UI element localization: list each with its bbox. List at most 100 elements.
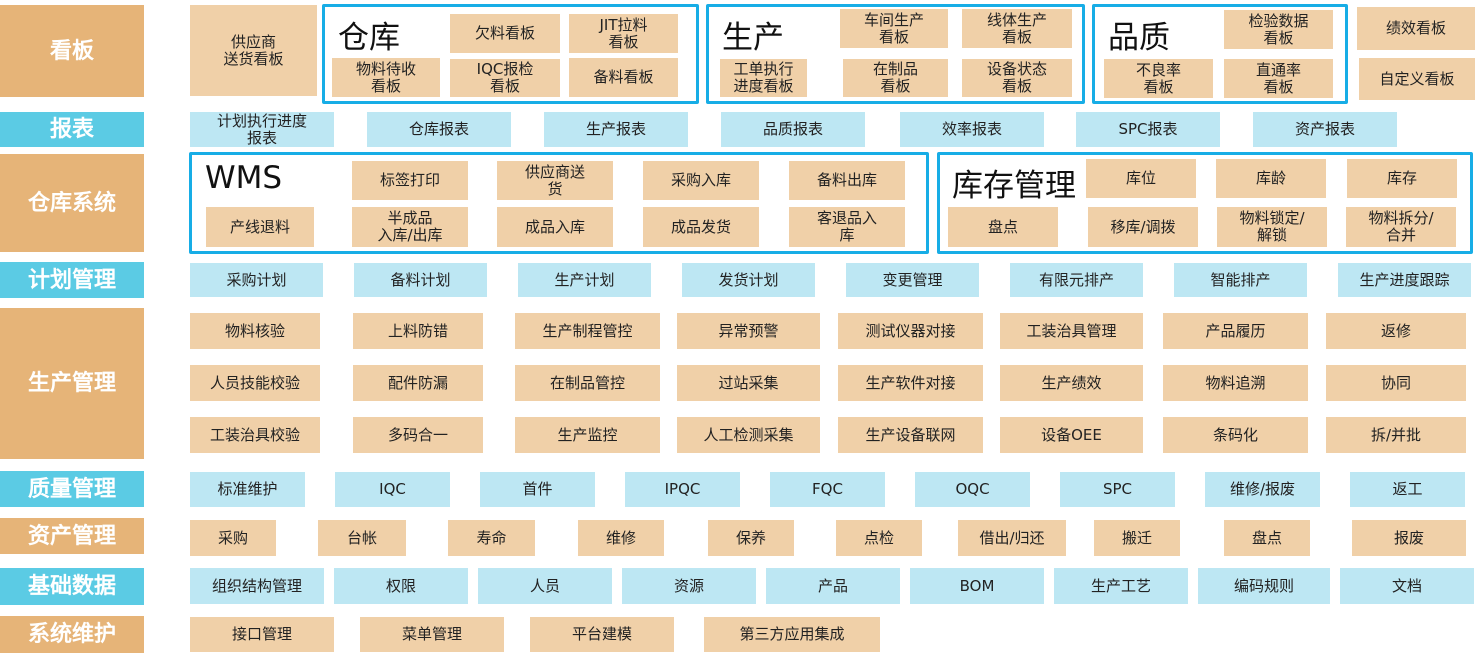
production-mgmt-item: 生产软件对接 (838, 365, 983, 401)
inventory-item: 库存 (1347, 159, 1457, 198)
category-label: 基础数据 (0, 568, 144, 605)
report-item: 计划执行进度 报表 (190, 112, 334, 147)
wms-item: 成品发货 (643, 207, 759, 247)
production-mgmt-item: 产品履历 (1163, 313, 1308, 349)
production-mgmt-item: 返修 (1326, 313, 1466, 349)
asset-mgmt-item: 借出/归还 (958, 520, 1066, 556)
kanban-item: 备料看板 (569, 58, 678, 97)
quality-kanban-group (1092, 4, 1348, 104)
production-mgmt-item: 生产制程管控 (515, 313, 660, 349)
base-data-item: 生产工艺 (1054, 568, 1188, 604)
kanban-item: JIT拉料 看板 (569, 14, 678, 53)
production-mgmt-item: 过站采集 (677, 365, 820, 401)
planning-item: 发货计划 (682, 263, 815, 297)
wms-item: 成品入库 (497, 207, 613, 247)
kanban-custom: 自定义看板 (1359, 58, 1475, 100)
production-mgmt-item: 物料追溯 (1163, 365, 1308, 401)
wms-item: 产线退料 (206, 207, 314, 247)
asset-mgmt-item: 报废 (1352, 520, 1466, 556)
report-item: SPC报表 (1076, 112, 1220, 147)
kanban-performance: 绩效看板 (1357, 7, 1475, 50)
asset-mgmt-item: 保养 (708, 520, 794, 556)
sys-maint-item: 第三方应用集成 (704, 617, 880, 652)
production-mgmt-item: 上料防错 (353, 313, 483, 349)
asset-mgmt-item: 台帐 (318, 520, 406, 556)
quality-mgmt-item: 返工 (1350, 472, 1465, 507)
planning-item: 生产进度跟踪 (1338, 263, 1471, 297)
wms-item: 半成品 入库/出库 (352, 207, 468, 247)
base-data-item: 组织结构管理 (190, 568, 324, 604)
base-data-item: 人员 (478, 568, 612, 604)
inventory-item: 库位 (1086, 159, 1196, 198)
category-label: 资产管理 (0, 518, 144, 554)
inventory-item: 库龄 (1216, 159, 1326, 198)
planning-item: 备料计划 (354, 263, 487, 297)
inventory-group (937, 152, 1473, 254)
base-data-item: BOM (910, 568, 1044, 604)
kanban-item: 物料待收 看板 (332, 58, 440, 97)
kanban-item: 线体生产 看板 (962, 9, 1072, 48)
planning-item: 智能排产 (1174, 263, 1307, 297)
category-label: 系统维护 (0, 616, 144, 653)
quality-mgmt-item: 维修/报废 (1205, 472, 1320, 507)
planning-item: 生产计划 (518, 263, 651, 297)
production-mgmt-item: 生产监控 (515, 417, 660, 453)
wms-item: 采购入库 (643, 161, 759, 200)
production-mgmt-item: 协同 (1326, 365, 1466, 401)
production-mgmt-item: 配件防漏 (353, 365, 483, 401)
quality-mgmt-item: OQC (915, 472, 1030, 507)
quality-mgmt-item: 标准维护 (190, 472, 305, 507)
inventory-item: 物料锁定/ 解锁 (1217, 207, 1327, 247)
base-data-item: 编码规则 (1198, 568, 1330, 604)
base-data-item: 权限 (334, 568, 468, 604)
category-label: 看板 (0, 5, 144, 97)
asset-mgmt-item: 搬迁 (1094, 520, 1180, 556)
category-label: 报表 (0, 112, 144, 147)
kanban-item: 欠料看板 (450, 14, 560, 53)
base-data-item: 产品 (766, 568, 900, 604)
report-item: 品质报表 (721, 112, 865, 147)
quality-mgmt-item: SPC (1060, 472, 1175, 507)
asset-mgmt-item: 维修 (578, 520, 664, 556)
warehouse-kanban-group-title: 仓库 (338, 20, 400, 56)
kanban-item: 不良率 看板 (1104, 59, 1213, 98)
inventory-item: 移库/调拨 (1088, 207, 1198, 247)
quality-kanban-group-title: 品质 (1108, 20, 1170, 56)
planning-item: 有限元排产 (1010, 263, 1143, 297)
kanban-item: 设备状态 看板 (962, 59, 1072, 97)
warehouse-kanban-group (322, 4, 699, 104)
asset-mgmt-item: 采购 (190, 520, 276, 556)
kanban-item: 在制品 看板 (843, 59, 948, 97)
production-mgmt-item: 生产设备联网 (838, 417, 983, 453)
production-mgmt-item: 生产绩效 (1000, 365, 1143, 401)
production-mgmt-item: 在制品管控 (515, 365, 660, 401)
inventory-item: 盘点 (948, 207, 1058, 247)
category-label: 生产管理 (0, 308, 144, 459)
production-mgmt-item: 异常预警 (677, 313, 820, 349)
production-kanban-group-title: 生产 (722, 20, 784, 56)
asset-mgmt-item: 寿命 (448, 520, 535, 556)
wms-group-title: WMS (205, 160, 283, 196)
production-kanban-group (706, 4, 1085, 104)
kanban-item: 直通率 看板 (1224, 59, 1333, 98)
planning-item: 变更管理 (846, 263, 979, 297)
report-item: 效率报表 (900, 112, 1044, 147)
category-label: 仓库系统 (0, 154, 144, 252)
production-mgmt-item: 条码化 (1163, 417, 1308, 453)
kanban-item: IQC报检 看板 (450, 59, 560, 97)
quality-mgmt-item: 首件 (480, 472, 595, 507)
category-label: 计划管理 (0, 262, 144, 298)
kanban-supplier-delivery: 供应商 送货看板 (190, 5, 317, 96)
report-item: 生产报表 (544, 112, 688, 147)
production-mgmt-item: 拆/并批 (1326, 417, 1466, 453)
category-label: 质量管理 (0, 471, 144, 507)
kanban-item: 工单执行 进度看板 (720, 59, 807, 97)
production-mgmt-item: 人员技能校验 (190, 365, 320, 401)
report-item: 仓库报表 (367, 112, 511, 147)
quality-mgmt-item: IQC (335, 472, 450, 507)
production-mgmt-item: 工装治具校验 (190, 417, 320, 453)
wms-item: 备料出库 (789, 161, 905, 200)
wms-item: 客退品入 库 (789, 207, 905, 247)
kanban-item: 车间生产 看板 (840, 9, 948, 48)
sys-maint-item: 接口管理 (190, 617, 334, 652)
